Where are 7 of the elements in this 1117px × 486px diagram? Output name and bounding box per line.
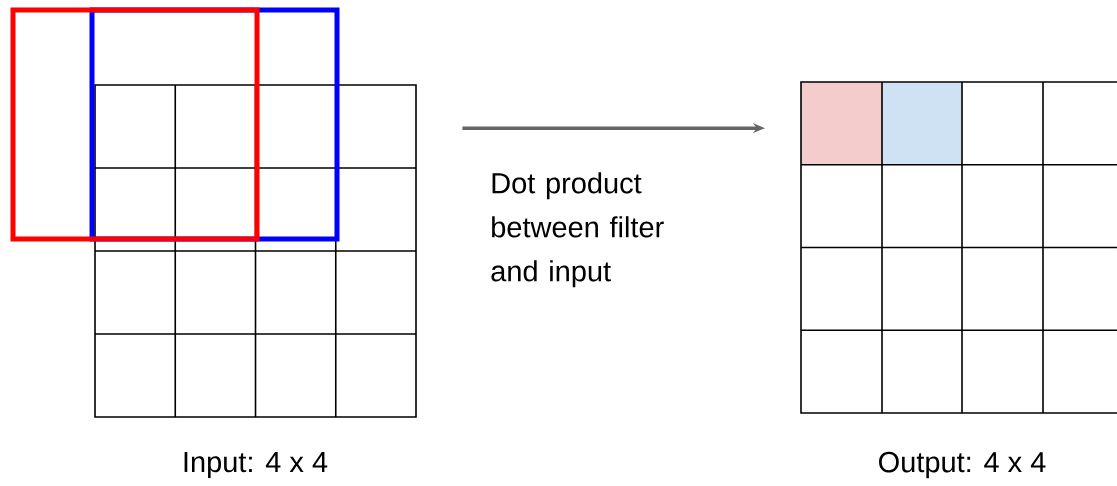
edge-label: Dot product between filter and input (491, 172, 664, 288)
node-label: Input: 4 x 4 (184, 452, 328, 478)
filter-window (10, 7, 260, 242)
grid-drawing (94, 84, 417, 418)
grid-drawing (800, 81, 1117, 414)
filter-window (89, 7, 340, 242)
node-label: Output: 4 x 4 (879, 451, 1046, 479)
